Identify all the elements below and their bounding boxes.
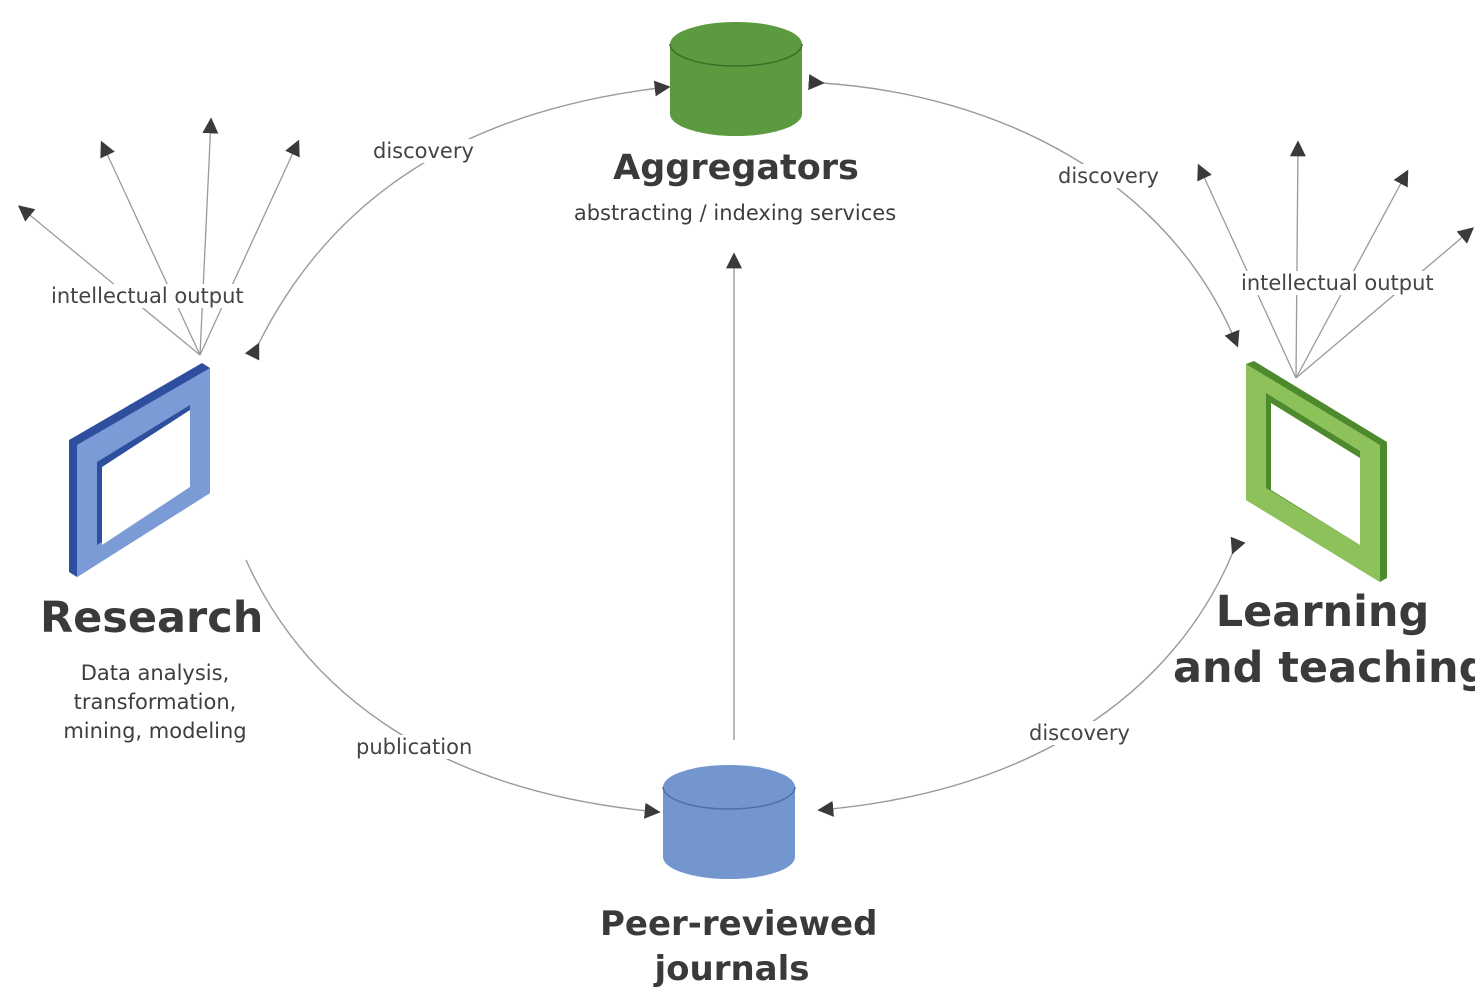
arrow-aggregators-to-learning [808, 74, 1240, 348]
learning-title-line2: and teaching [1173, 643, 1475, 693]
learning-output-ray [1295, 227, 1475, 379]
edge-label-publication: publication [353, 735, 476, 759]
edge-label-intellectual-output-learning: intellectual output [1238, 271, 1437, 295]
arrow-research-to-aggregators [244, 80, 671, 361]
aggregators-title: Aggregators [613, 148, 859, 188]
research-output-ray [17, 205, 201, 356]
research-desc-line2: transformation, [73, 690, 237, 714]
research-output-ray [199, 139, 300, 356]
research-desc-line3: mining, modeling [63, 719, 247, 743]
edge-label-discovery-learning-top: discovery [1055, 164, 1162, 188]
arrow-research-to-journals [245, 559, 661, 819]
research-output-ray [100, 140, 201, 356]
edge-label-discovery-learning-bottom: discovery [1026, 721, 1133, 745]
research-desc-line1: Data analysis, [80, 661, 230, 685]
research-title: Research [40, 593, 264, 643]
journals-database-icon [662, 765, 796, 879]
aggregators-database-icon [669, 22, 803, 136]
aggregators-subtitle: abstracting / indexing services [573, 201, 897, 225]
learning-title-line1: Learning [1215, 587, 1430, 637]
research-frame-icon [69, 363, 210, 577]
learning-output-ray [1289, 140, 1306, 379]
learning-frame-icon [1246, 361, 1387, 582]
arrow-learning-to-journals [817, 536, 1246, 817]
journals-title-line1: Peer-reviewed [600, 904, 878, 944]
journals-title-line2: journals [654, 949, 810, 989]
edge-label-discovery-research: discovery [370, 139, 477, 163]
research-output-ray [199, 117, 219, 356]
edge-label-intellectual-output-research: intellectual output [48, 284, 247, 308]
